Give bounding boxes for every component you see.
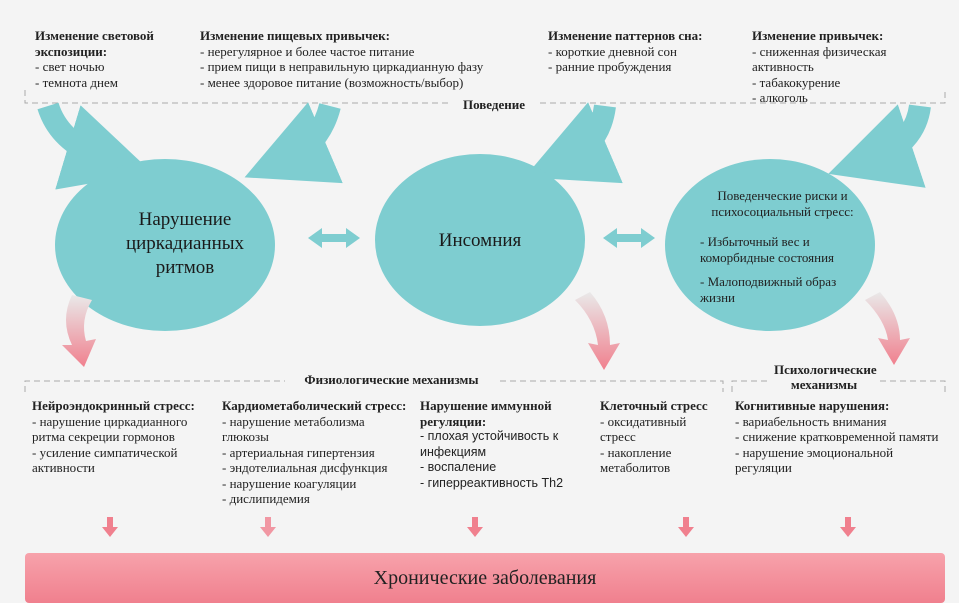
arrow-cardio xyxy=(260,517,276,537)
physio-label: Физиологические механизмы xyxy=(285,372,498,387)
behavior-light: Изменение световой экспозиции: - свет но… xyxy=(35,28,154,90)
arrow-immune xyxy=(467,517,483,537)
arrow-neuro xyxy=(102,517,118,537)
circadian-text: Нарушение циркадианных ритмов xyxy=(125,209,245,278)
behavior-sleep: Изменение паттернов сна: - короткие днев… xyxy=(548,28,703,74)
behavior-food: Изменение пищевых привычек: - нерегулярн… xyxy=(200,28,484,90)
psych-label: Психологические механизмы xyxy=(770,362,878,392)
physio-immune: Нарушение иммунной регуляции: - плохая у… xyxy=(420,398,564,490)
circle-circadian xyxy=(55,159,275,331)
arrow-cell xyxy=(678,517,694,537)
arrow-circadian-down xyxy=(62,295,96,367)
psych-cognitive: Когнитивные нарушения: - вариабельность … xyxy=(735,398,939,475)
circle-risks xyxy=(665,159,875,331)
behavior-habits: Изменение привычек: - сниженная физическ… xyxy=(752,28,890,105)
psych-box xyxy=(731,380,946,392)
physio-box xyxy=(24,380,724,392)
arrow-insomnia-down xyxy=(575,292,620,370)
physio-cell: Клеточный стресс - оксидативный стресс -… xyxy=(600,398,708,475)
arrow-sleep-to-insomnia xyxy=(524,102,623,184)
small-down-arrows xyxy=(102,517,856,537)
physio-cardio: Кардиометаболический стресс: - нарушение… xyxy=(222,398,407,506)
risks-text: Поведенческие риски и психосоциальный ст… xyxy=(700,188,854,305)
double-arrow-left xyxy=(308,228,360,248)
arrow-habits-to-risks xyxy=(828,104,931,188)
insomnia-text: Инсомния xyxy=(438,230,522,251)
circle-insomnia xyxy=(375,154,585,326)
arrow-cognitive xyxy=(840,517,856,537)
behavior-box xyxy=(24,90,946,104)
physio-neuro: Нейроэндокринный стресс: - нарушение цир… xyxy=(32,398,195,475)
double-arrow-right xyxy=(603,228,655,248)
arrow-light-to-circadian xyxy=(37,102,153,190)
arrow-risks-down xyxy=(865,292,910,365)
chronic-diseases-bar: Хронические заболевания xyxy=(25,553,945,603)
arrow-food-to-circadian xyxy=(244,102,343,184)
behavior-label: Поведение xyxy=(450,97,538,112)
